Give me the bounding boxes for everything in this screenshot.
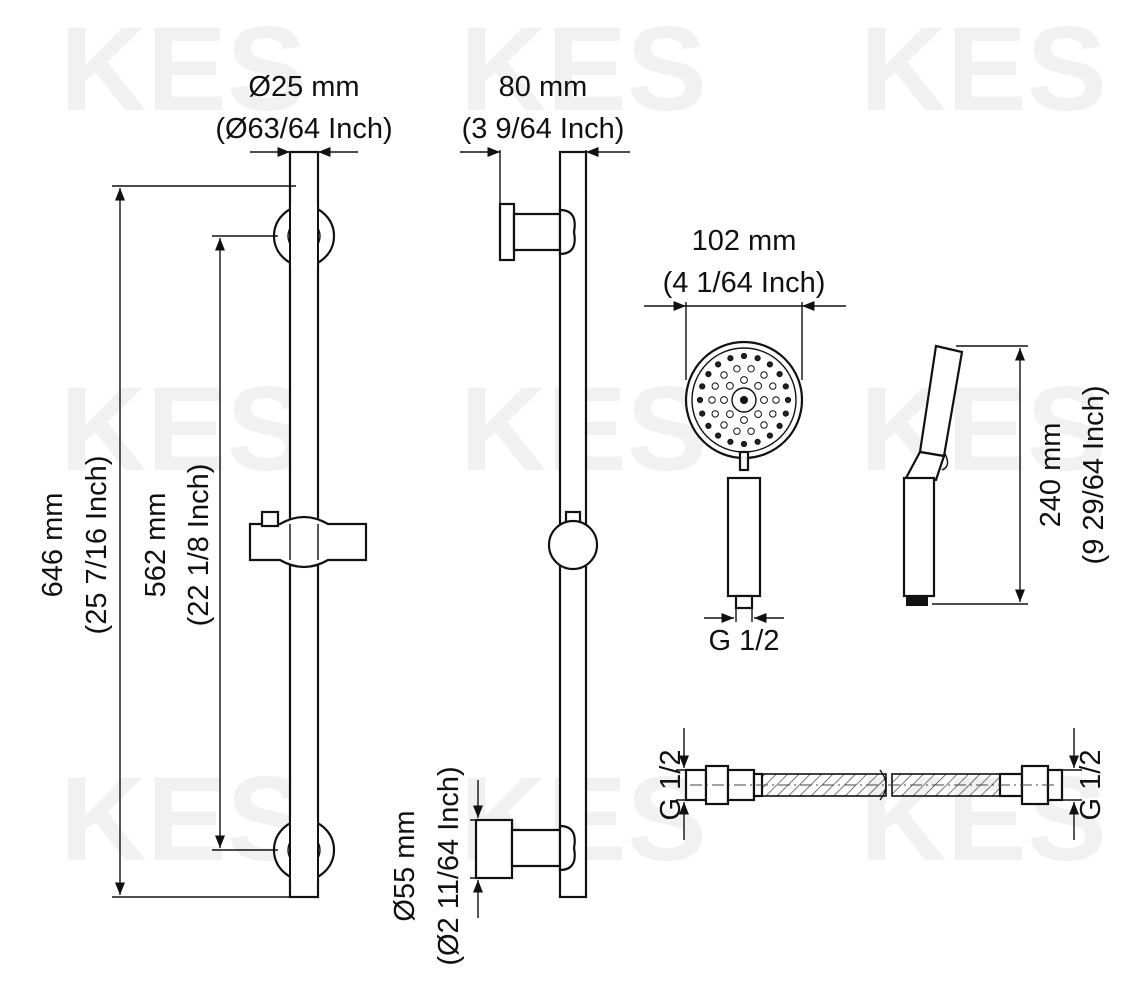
handshower-thread-label: G 1/2 [709, 625, 780, 657]
nozzle [726, 382, 734, 390]
flange-diameter-imperial: (Ø2 11/64 Inch) [433, 766, 465, 965]
nozzle [727, 438, 734, 445]
nozzle [733, 427, 741, 435]
nozzle [715, 361, 722, 368]
rail-side-view [474, 150, 599, 899]
nozzle [708, 396, 716, 404]
nozzle [740, 352, 748, 360]
nozzle [699, 410, 706, 417]
nozzle [772, 396, 780, 404]
nozzle [726, 410, 734, 419]
nozzle [699, 383, 706, 390]
hose-thread-right-dimension: G 1/2 [1058, 728, 1107, 840]
nozzle [711, 382, 719, 390]
nozzle [733, 365, 741, 373]
rail-diameter-imperial: (Ø63/64 Inch) [215, 113, 392, 145]
hose-thread-left-label: G 1/2 [655, 750, 687, 821]
flange-diameter-metric: Ø55 mm [389, 810, 421, 921]
nozzle [754, 355, 761, 362]
nozzle [740, 440, 748, 448]
nozzle [766, 361, 774, 368]
rail-front-view [248, 150, 368, 899]
mount-spacing-metric: 562 mm [140, 493, 172, 598]
head-diameter-dimension: 102 mm (4 1/64 Inch) [644, 225, 846, 380]
nozzle [754, 410, 762, 419]
wall-offset-dimension: 80 mm (3 9/64 Inch) [460, 71, 630, 204]
mount-spacing-imperial: (22 1/8 Inch) [183, 464, 215, 627]
nozzle [747, 427, 755, 435]
nozzle [715, 432, 722, 439]
svg-text:KES: KES [60, 362, 307, 496]
nozzle [747, 365, 755, 373]
handshower-thread-dimension: G 1/2 [704, 608, 784, 657]
nozzle [705, 371, 712, 378]
svg-text:KES: KES [860, 2, 1107, 136]
handshower-side-view [902, 344, 964, 606]
handshower-length-imperial: (9 29/64 Inch) [1078, 386, 1110, 565]
flange-diameter-dimension: Ø55 mm (Ø2 11/64 Inch) [389, 766, 500, 966]
nozzle [760, 371, 768, 379]
rail-diameter-metric: Ø25 mm [248, 71, 359, 103]
nozzle [776, 371, 783, 378]
nozzle [720, 396, 728, 404]
wall-offset-metric: 80 mm [499, 71, 588, 103]
svg-text:KES: KES [860, 362, 1107, 496]
svg-text:KES: KES [460, 2, 707, 136]
wall-offset-imperial: (3 9/64 Inch) [462, 113, 625, 145]
svg-text:KES: KES [860, 752, 1107, 886]
hose-thread-right-label: G 1/2 [1075, 750, 1107, 821]
nozzle [740, 416, 748, 424]
overall-length-imperial: (25 7/16 Inch) [81, 456, 113, 635]
rail-diameter-dimension: Ø25 mm (Ø63/64 Inch) [215, 71, 393, 158]
svg-text:KES: KES [60, 2, 307, 136]
nozzle [782, 410, 789, 417]
nozzle [754, 382, 762, 390]
head-diameter-metric: 102 mm [692, 225, 797, 257]
nozzle [711, 410, 719, 418]
nozzle [769, 410, 777, 418]
nozzle [769, 382, 777, 390]
nozzle [727, 355, 734, 362]
handshower-front-view [684, 340, 804, 610]
nozzle [760, 421, 768, 429]
handshower-length-dimension: 240 mm (9 29/64 Inch) [932, 345, 1110, 605]
nozzle [720, 371, 728, 379]
head-diameter-imperial: (4 1/64 Inch) [663, 267, 826, 299]
nozzle [696, 396, 704, 404]
hose [684, 764, 1064, 806]
mount-spacing-dimension: 562 mm (22 1/8 Inch) [140, 235, 278, 851]
overall-length-dimension: 646 mm (25 7/16 Inch) [37, 185, 296, 898]
nozzle [720, 421, 728, 429]
svg-text:KES: KES [60, 752, 307, 886]
nozzle [784, 396, 792, 404]
nozzle [782, 383, 789, 390]
spray-nozzles [696, 352, 792, 448]
handshower-length-metric: 240 mm [1035, 423, 1067, 528]
overall-length-metric: 646 mm [37, 493, 69, 598]
nozzle [760, 396, 768, 404]
nozzle [766, 432, 774, 439]
nozzle [776, 422, 783, 429]
nozzle [705, 422, 712, 429]
nozzle [740, 376, 748, 384]
nozzle [754, 438, 761, 445]
hose-thread-left-dimension: G 1/2 [655, 728, 700, 840]
